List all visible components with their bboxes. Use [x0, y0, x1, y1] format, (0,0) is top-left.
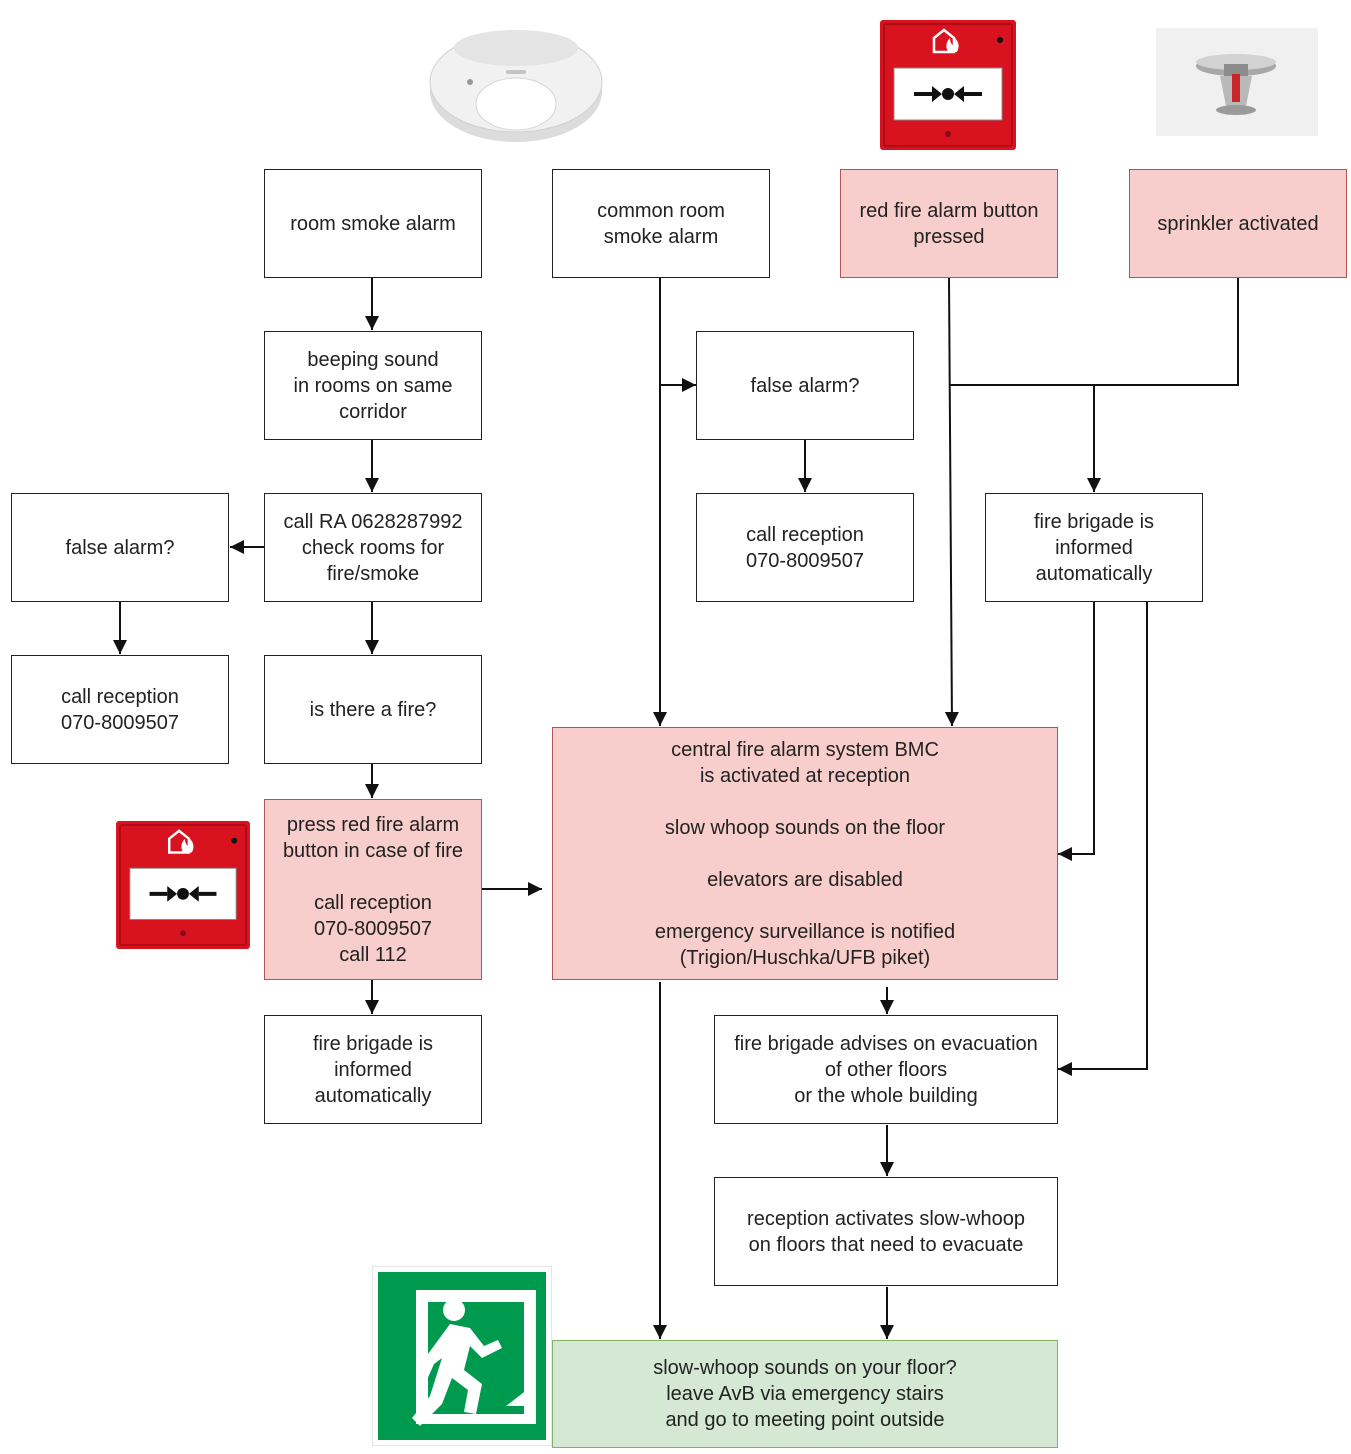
edge-button-to-central	[944, 277, 959, 727]
brigade-informed-right-node: fire brigade is informed automatically	[985, 493, 1203, 602]
node-label: red fire alarm button pressed	[859, 199, 1039, 248]
node-label: fire brigade is informed automatically	[312, 1032, 434, 1107]
node-label: sprinkler activated	[1157, 212, 1319, 235]
brigade-informed-left-node: fire brigade is informed automatically	[264, 1015, 482, 1124]
edge-brigade-to-central	[1058, 602, 1095, 861]
call-reception-left-node: call reception 070-8009507	[11, 655, 229, 764]
central-fire-alarm-node: central fire alarm system BMC is activat…	[552, 727, 1058, 980]
node-label: common room smoke alarm	[597, 199, 725, 248]
node-label: room smoke alarm	[290, 212, 456, 235]
common-room-smoke-alarm-node: common room smoke alarm	[552, 169, 770, 278]
call-reception-common-node: call reception 070-8009507	[696, 493, 914, 602]
node-label: fire brigade is informed automatically	[1033, 510, 1155, 585]
node-label: central fire alarm system BMC is activat…	[654, 738, 956, 969]
sprinkler-activated-node: sprinkler activated	[1129, 169, 1347, 278]
node-label: call reception 070-8009507	[746, 523, 864, 572]
node-label: beeping sound in rooms on same corridor	[293, 348, 453, 423]
node-label: press red fire alarm button in case of f…	[282, 813, 464, 966]
brigade-advises-node: fire brigade advises on evacuation of ot…	[714, 1015, 1058, 1124]
sprinkler-head-icon	[1156, 28, 1318, 136]
edge-brigade-to-advises	[1058, 602, 1148, 1076]
node-label: slow-whoop sounds on your floor? leave A…	[653, 1357, 957, 1431]
call-ra-node: call RA 0628287992 check rooms for fire/…	[264, 493, 482, 602]
reception-activates-node: reception activates slow-whoop on floors…	[714, 1177, 1058, 1286]
false-alarm-left-node: false alarm?	[11, 493, 229, 602]
node-label: reception activates slow-whoop on floors…	[747, 1207, 1025, 1256]
node-label: false alarm?	[750, 374, 860, 397]
fire-alarm-call-point-icon	[880, 20, 1016, 150]
red-button-pressed-node: red fire alarm button pressed	[840, 169, 1058, 278]
node-label: fire brigade advises on evacuation of ot…	[734, 1032, 1038, 1107]
evacuate-node: slow-whoop sounds on your floor? leave A…	[552, 1340, 1058, 1448]
false-alarm-common-node: false alarm?	[696, 331, 914, 440]
node-label: is there a fire?	[309, 698, 437, 721]
fire-alarm-call-point-icon	[116, 821, 250, 949]
is-there-fire-node: is there a fire?	[264, 655, 482, 764]
smoke-detector-icon	[429, 30, 603, 142]
room-smoke-alarm-node: room smoke alarm	[264, 169, 482, 278]
node-label: false alarm?	[65, 536, 175, 559]
press-red-button-node: press red fire alarm button in case of f…	[264, 799, 482, 980]
emergency-exit-sign-icon	[372, 1266, 552, 1446]
edge-sprinkler-merge	[949, 278, 1239, 386]
beeping-sound-node: beeping sound in rooms on same corridor	[264, 331, 482, 440]
node-label: call RA 0628287992 check rooms for fire/…	[283, 510, 463, 585]
node-label: call reception 070-8009507	[61, 685, 179, 734]
